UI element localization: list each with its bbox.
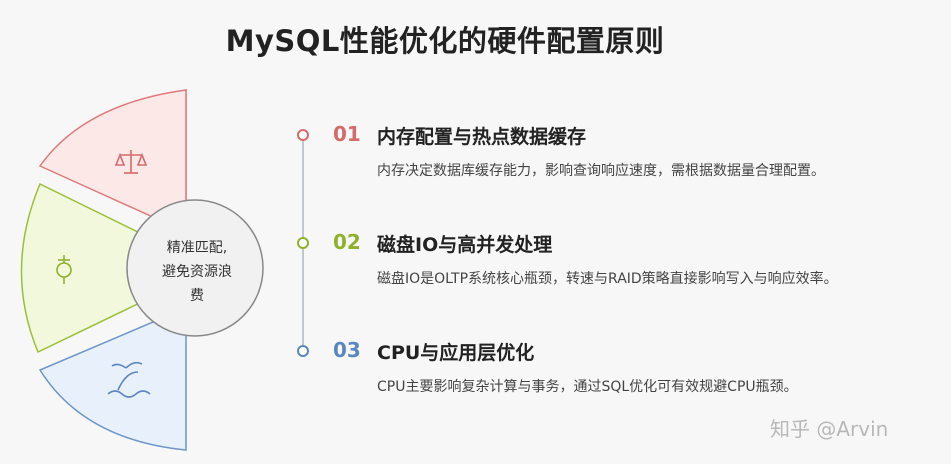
item-heading-3: CPU与应用层优化 — [377, 342, 535, 364]
timeline-dot-3 — [297, 345, 309, 357]
item-heading-1: 内存配置与热点数据缓存 — [377, 126, 587, 148]
center-label: 精准匹配, 避免资源浪 费 — [137, 236, 257, 308]
timeline-dot-1 — [297, 129, 309, 141]
segment-top-shape — [38, 89, 187, 234]
item-heading-2: 磁盘IO与高并发处理 — [377, 234, 553, 256]
center-circle — [126, 199, 264, 337]
item-description-3: CPU主要影响复杂计算与事务，通过SQL优化可有效规避CPU瓶颈。 — [377, 379, 798, 395]
item-number-1: 01 — [333, 122, 361, 146]
center-line-3: 费 — [190, 288, 204, 304]
cable-icon — [56, 255, 72, 284]
scale-icon — [114, 150, 148, 174]
item-description-2: 磁盘IO是OLTP系统核心瓶颈，转速与RAID策略直接影响写入与响应效率。 — [377, 271, 838, 287]
island-icon — [107, 361, 151, 398]
page-title: MySQL性能优化的硬件配置原则 — [225, 24, 665, 58]
timeline-dot-2 — [297, 237, 309, 249]
center-line-2: 避免资源浪 — [162, 264, 232, 280]
item-description-1: 内存决定数据库缓存能力，影响查询响应速度，需根据数据量合理配置。 — [377, 163, 825, 179]
item-number-2: 02 — [333, 230, 361, 254]
segment-bottom — [38, 306, 187, 451]
center-line-1: 精准匹配, — [166, 240, 228, 256]
watermark: 知乎 @Arvin — [770, 417, 889, 441]
item-number-3: 03 — [333, 338, 361, 362]
segment-middle — [20, 182, 151, 354]
